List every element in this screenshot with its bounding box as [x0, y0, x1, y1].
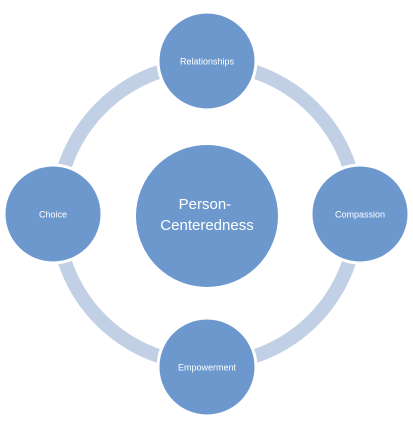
node-empowerment: Empowerment	[156, 316, 258, 418]
node-relationships: Relationships	[156, 10, 258, 112]
center-circle	[134, 143, 280, 289]
node-choice: Choice	[2, 163, 104, 265]
node-compassion: Compassion	[309, 163, 411, 265]
node-relationships-label: Relationships	[180, 56, 235, 66]
center-label-line2: Centeredness	[160, 217, 253, 234]
node-empowerment-label: Empowerment	[178, 362, 237, 372]
node-compassion-circle	[309, 163, 411, 265]
node-compassion-label: Compassion	[335, 209, 385, 219]
node-empowerment-circle	[156, 316, 258, 418]
node-choice-circle	[2, 163, 104, 265]
node-choice-label: Choice	[39, 209, 67, 219]
node-relationships-circle	[156, 10, 258, 112]
center-label-line1: Person-	[179, 196, 232, 213]
center-label: Person- Centeredness	[160, 196, 253, 234]
